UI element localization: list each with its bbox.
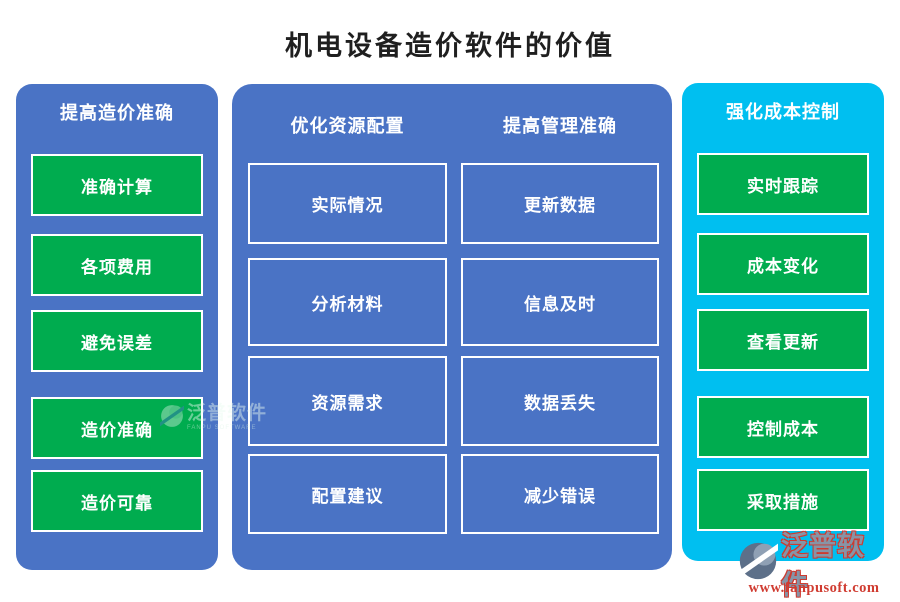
left-item-1: 准确计算	[31, 154, 203, 216]
left-item-5: 造价可靠	[31, 470, 203, 532]
right-item-1: 实时跟踪	[697, 153, 869, 215]
right-item-5: 采取措施	[697, 469, 869, 531]
left-item-3: 避免误差	[31, 310, 203, 372]
mid-col1-item-4: 配置建议	[248, 454, 447, 534]
right-item-3: 查看更新	[697, 309, 869, 371]
right-item-2: 成本变化	[697, 233, 869, 295]
mid-col2-item-4: 减少错误	[461, 454, 659, 534]
mid-col2-item-2: 信息及时	[461, 258, 659, 346]
page-title: 机电设备造价软件的价值	[285, 31, 615, 61]
column-optimize-resources: 优化资源配置 实际情况 分析材料 资源需求 配置建议	[248, 84, 447, 570]
mid-col1-item-1: 实际情况	[248, 163, 447, 244]
brand-url: www.fanpusoft.com	[748, 580, 880, 596]
right-item-4: 控制成本	[697, 396, 869, 458]
middle-col2-header: 提高管理准确	[503, 116, 617, 136]
panel-improve-cost-accuracy: 提高造价准确 准确计算 各项费用 避免误差 造价准确 造价可靠	[16, 84, 218, 570]
mid-col1-item-2: 分析材料	[248, 258, 447, 346]
brand-name: 泛普软件	[781, 531, 865, 600]
panel-middle: 优化资源配置 实际情况 分析材料 资源需求 配置建议 提高管理准确 更新数据 信…	[232, 84, 672, 570]
mid-col2-item-3: 数据丢失	[461, 356, 659, 446]
panel-left-header: 提高造价准确	[60, 103, 174, 123]
panel-right-header: 强化成本控制	[726, 102, 840, 122]
column-improve-management: 提高管理准确 更新数据 信息及时 数据丢失 减少错误	[461, 84, 659, 570]
left-item-4: 造价准确	[31, 397, 203, 459]
left-item-2: 各项费用	[31, 234, 203, 296]
middle-col1-header: 优化资源配置	[290, 116, 405, 136]
mid-col1-item-3: 资源需求	[248, 356, 447, 446]
panel-strengthen-cost-control: 强化成本控制 实时跟踪 成本变化 查看更新 控制成本 采取措施	[682, 83, 884, 561]
fanpu-logo-icon	[734, 541, 784, 586]
fanpu-brand: 泛普软件 www.fanpusoft.com	[734, 531, 890, 600]
mid-col2-item-1: 更新数据	[461, 163, 659, 244]
